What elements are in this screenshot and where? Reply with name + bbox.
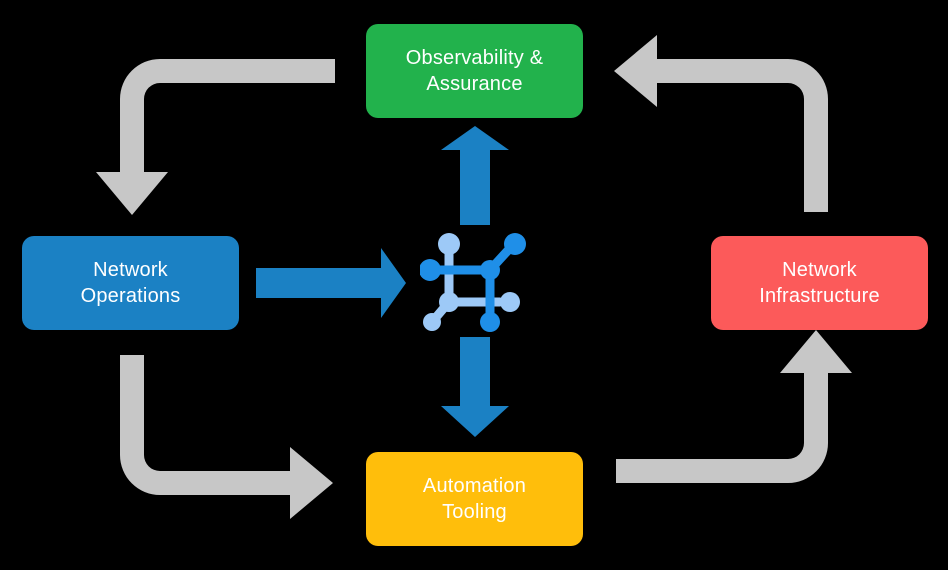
node-operations-label: Network Operations [80,259,181,307]
node-automation-tooling[interactable]: Automation Tooling [366,452,583,546]
arrow-operations-to-automation [120,355,333,519]
node-observability-assurance[interactable]: Observability & Assurance [366,24,583,118]
topology-light-nodes [423,233,520,331]
node-observability-label: Observability & Assurance [405,47,544,95]
node-infrastructure-label: Network Infrastructure [759,259,880,307]
arrow-automation-to-infrastructure [616,330,852,483]
network-topology-icon [420,233,526,332]
node-network-infrastructure[interactable]: Network Infrastructure [711,236,928,330]
node-automation-label: Automation Tooling [422,475,527,523]
arrow-infrastructure-to-observability [614,35,828,212]
topology-dark-nodes [420,233,526,332]
node-network-operations[interactable]: Network Operations [22,236,239,330]
arrow-observability-to-operations [96,59,335,215]
